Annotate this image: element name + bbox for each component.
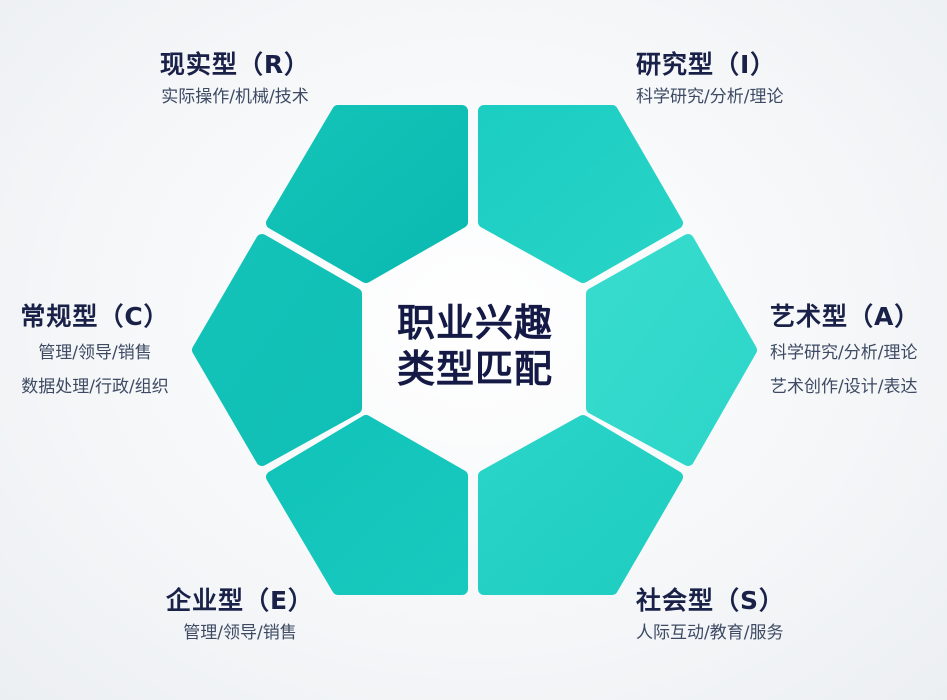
segment-investigative bbox=[478, 105, 683, 283]
label-enterprising: 企业型（E） 管理/领导/销售 bbox=[140, 584, 340, 648]
center-title: 职业兴趣 类型匹配 bbox=[370, 300, 580, 392]
center-title-line2: 类型匹配 bbox=[396, 347, 553, 391]
label-conventional: 常规型（C） 管理/领导/销售 数据处理/行政/组织 bbox=[0, 300, 190, 402]
segment-artistic bbox=[586, 234, 757, 466]
segment-social bbox=[478, 415, 683, 595]
label-social: 社会型（S） 人际互动/教育/服务 bbox=[636, 584, 856, 648]
label-artistic: 艺术型（A） 科学研究/分析/理论 艺术创作/设计/表达 bbox=[770, 300, 947, 402]
realistic-title: 现实型（R） bbox=[159, 50, 311, 79]
artistic-title: 艺术型（A） bbox=[770, 302, 921, 331]
label-investigative: 研究型（I） 科学研究/分析/理论 bbox=[636, 48, 856, 112]
investigative-title: 研究型（I） bbox=[636, 50, 777, 79]
artistic-desc-2: 艺术创作/设计/表达 bbox=[770, 377, 918, 397]
segment-realistic bbox=[266, 105, 468, 283]
enterprising-desc: 管理/领导/销售 bbox=[183, 623, 297, 643]
conventional-title: 常规型（C） bbox=[20, 302, 170, 331]
label-realistic: 现实型（R） 实际操作/机械/技术 bbox=[130, 48, 340, 112]
center-title-line1: 职业兴趣 bbox=[396, 301, 553, 345]
conventional-desc-2: 数据处理/行政/组织 bbox=[21, 377, 169, 397]
enterprising-title: 企业型（E） bbox=[165, 586, 315, 615]
realistic-desc: 实际操作/机械/技术 bbox=[161, 87, 309, 107]
conventional-desc-1: 管理/领导/销售 bbox=[38, 343, 152, 363]
artistic-desc-1: 科学研究/分析/理论 bbox=[770, 343, 918, 363]
segment-conventional bbox=[192, 234, 362, 466]
investigative-desc: 科学研究/分析/理论 bbox=[636, 87, 784, 107]
segment-enterprising bbox=[266, 415, 468, 595]
social-desc: 人际互动/教育/服务 bbox=[636, 623, 784, 643]
social-title: 社会型（S） bbox=[636, 586, 786, 615]
